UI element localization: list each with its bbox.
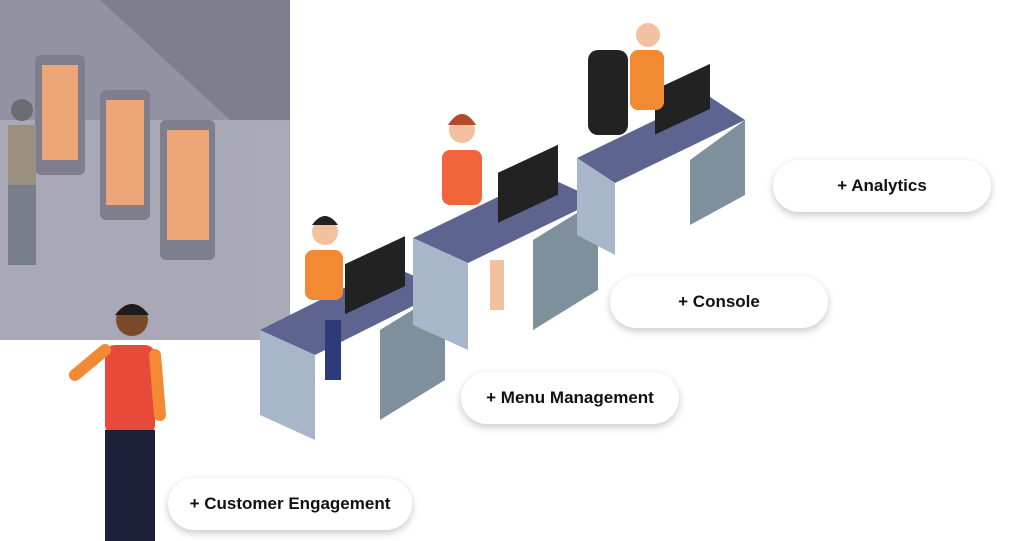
desk-2 [413,114,598,350]
customer-engagement-button[interactable]: + Customer Engagement [168,478,412,530]
standing-man [69,304,166,541]
desk-1 [260,216,445,440]
console-button[interactable]: + Console [610,276,828,328]
menu-management-button[interactable]: + Menu Management [461,372,679,424]
analytics-button[interactable]: + Analytics [773,160,991,212]
desk-3 [577,23,745,255]
kiosk-photo [0,0,290,340]
